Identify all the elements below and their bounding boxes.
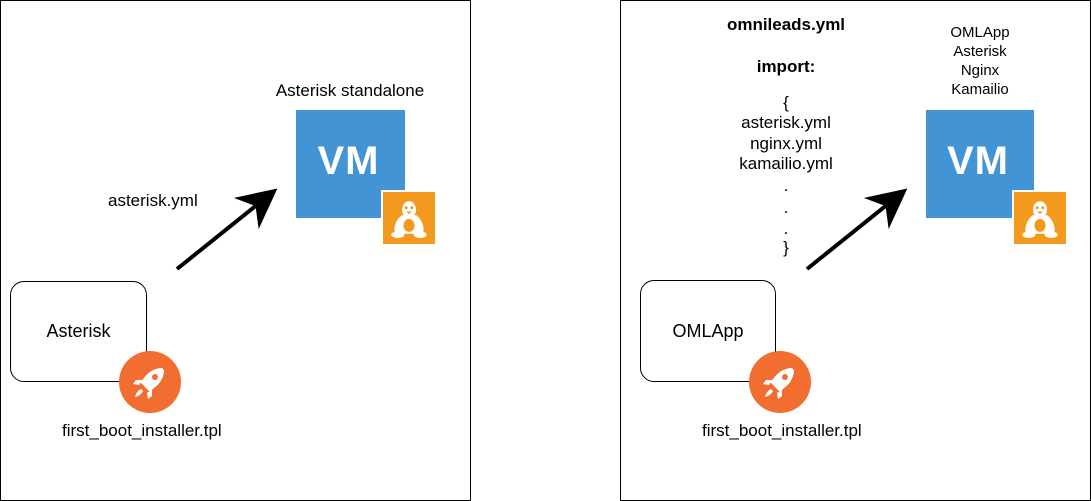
left-linux-icon — [381, 190, 437, 246]
left-vm-label: VM — [317, 138, 380, 183]
right-import-line: } — [783, 238, 789, 257]
rocket-icon — [133, 368, 164, 399]
right-import-line: . — [783, 176, 789, 195]
right-title: omnileads.yml — [726, 15, 846, 34]
right-import-line: . — [783, 198, 789, 217]
right-vm-component: Asterisk — [953, 43, 1007, 60]
left-installer-label: first_boot_installer.tpl — [62, 421, 222, 440]
right-import-line: . — [783, 219, 789, 238]
rocket-icon — [763, 368, 794, 399]
right-vm-component: OMLApp — [950, 24, 1010, 41]
right-vm-component: Nginx — [960, 62, 1000, 79]
right-vm-component: Kamailio — [951, 81, 1009, 98]
left-arrow-label: asterisk.yml — [108, 191, 198, 210]
right-import-line: { — [783, 93, 789, 112]
right-linux-icon — [1012, 190, 1068, 246]
right-vm-label: VM — [947, 138, 1009, 183]
left-vm: VM — [296, 110, 405, 218]
right-import-line: asterisk.yml — [741, 113, 831, 132]
linux-tux-icon — [1022, 201, 1058, 238]
right-import-label: import: — [756, 57, 816, 76]
right-import-line: nginx.yml — [750, 134, 822, 153]
left-vm-caption: Asterisk standalone — [275, 81, 425, 100]
linux-tux-icon — [391, 201, 427, 238]
right-component-label: OMLApp — [672, 320, 744, 341]
right-import-line: kamailio.yml — [739, 154, 833, 173]
right-installer-label: first_boot_installer.tpl — [702, 421, 862, 440]
left-rocket-icon — [119, 351, 181, 413]
left-component-label: Asterisk — [46, 321, 111, 341]
right-rocket-icon — [749, 351, 811, 413]
